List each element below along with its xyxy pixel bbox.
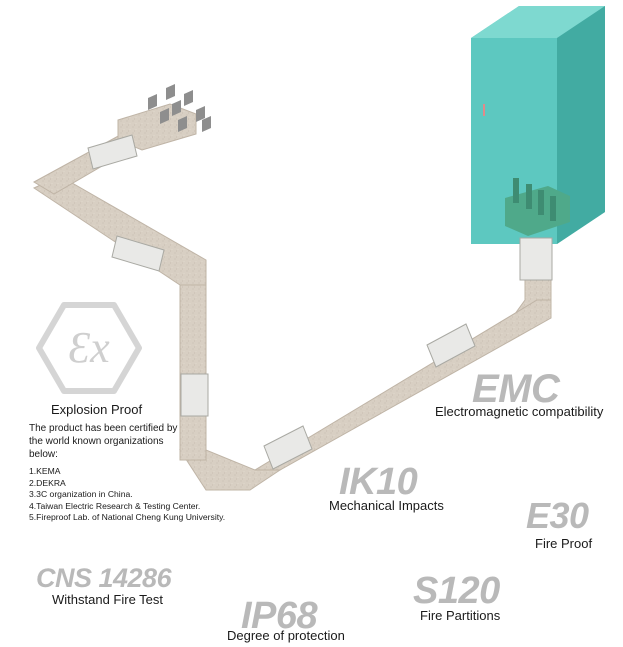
rating-e30-label: Fire Proof [535,536,593,551]
rating-ip68-code: IP68 [241,595,318,637]
duct-joint [87,134,553,470]
rating-ip68-label: Degree of protection [227,628,345,643]
svg-text:Ɛx: Ɛx [68,323,110,372]
rating-e30-code: E30 [526,495,589,536]
rating-s120-code: S120 [413,570,500,612]
rating-emc-code: EMC [472,367,560,411]
rating-s120-label: Fire Partitions [420,608,501,623]
cable-connector-icon [505,178,570,236]
list-item: 4.Taiwan Electric Research & Testing Cen… [29,500,201,511]
ex-hexagon-icon: Ɛx [36,302,142,394]
rating-ik10-label: Mechanical Impacts [329,498,444,513]
list-item: 1.KEMA [29,466,61,476]
list-item: 5.Fireproof Lab. of National Cheng Kung … [29,512,226,523]
rating-cns-code: CNS 14286 [36,563,172,593]
rating-cns-label: Withstand Fire Test [52,592,164,607]
vent-plates [148,84,211,132]
rating-emc-label: Electromagnetic compatibility [435,404,604,419]
explosion-description: The product has been certified by the wo… [29,423,178,461]
list-item: 3.3C organization in China. [29,489,133,500]
certification-list: 1.KEMA 2.DEKRA 3.3C organization in Chin… [29,466,225,524]
rating-ik10-code: IK10 [339,461,418,503]
list-item: 2.DEKRA [29,477,66,488]
explosion-title: Explosion Proof [51,402,143,417]
